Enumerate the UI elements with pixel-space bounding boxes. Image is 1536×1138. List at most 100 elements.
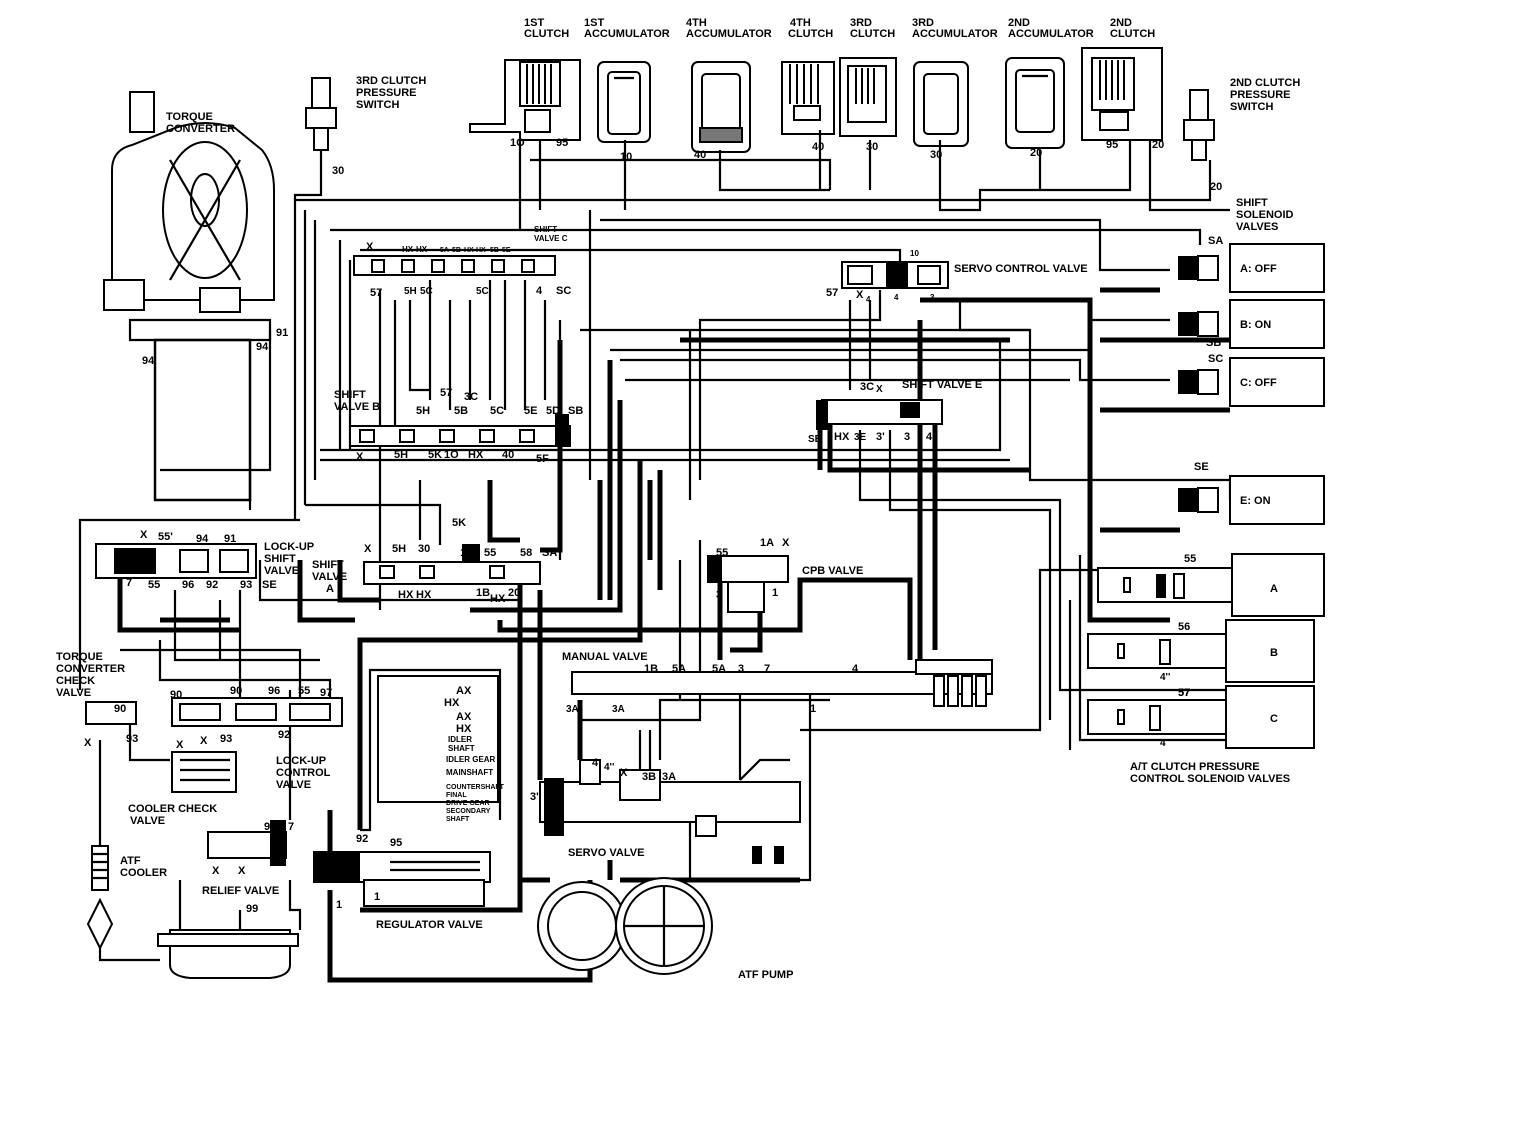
legend-ax-1: AX	[456, 685, 472, 697]
relief-valve	[207, 820, 287, 866]
port-number: 5K	[452, 517, 466, 529]
port-number: 4	[1160, 738, 1166, 749]
port-number: 1	[374, 891, 380, 903]
label-third-pressure-switch-1: 3RD CLUTCH	[356, 75, 426, 87]
port-number: 4''	[1160, 672, 1170, 683]
port-number: 1A	[460, 547, 474, 559]
label-lockup-control-1: LOCK-UP	[276, 755, 326, 767]
port-number: 55	[716, 547, 728, 559]
label-cooler-check-2: VALVE	[130, 815, 165, 827]
component-labels: 1ST CLUTCH 1ST ACCUMULATOR 4TH ACCUMULAT…	[56, 17, 1300, 981]
port-number: HX	[402, 245, 414, 254]
port-number: 1O	[444, 449, 459, 461]
label-third-accumulator-2: ACCUMULATOR	[912, 28, 998, 40]
port-number: 55	[484, 547, 496, 559]
label-servo-control-valve: SERVO CONTROL VALVE	[954, 263, 1088, 275]
label-first-accumulator-2: ACCUMULATOR	[584, 28, 670, 40]
port-number: SC	[556, 285, 571, 297]
shift-solenoids	[1178, 243, 1325, 525]
label-third-accumulator-1: 3RD	[912, 17, 934, 29]
port-number: X	[876, 384, 883, 395]
label-regulator-valve: REGULATOR VALVE	[376, 919, 483, 931]
third-accumulator	[913, 61, 969, 147]
second-accumulator	[1005, 57, 1065, 149]
port-number: 95	[264, 821, 276, 833]
port-number: 5B	[490, 247, 499, 254]
label-lockup-control-2: CONTROL	[276, 767, 331, 779]
solenoid-e-port: SE	[1194, 461, 1209, 473]
label-shift-valve-c-1: SHIFT	[534, 225, 557, 234]
port-number: 40	[812, 141, 824, 153]
lockup-control-valve	[171, 697, 343, 727]
port-number: 3A	[612, 704, 625, 715]
port-number: 3E	[854, 432, 867, 443]
port-number: HX	[490, 593, 506, 605]
second-clutch	[1081, 47, 1163, 141]
legend-drive-gear: DRIVE GEAR	[446, 800, 490, 807]
valves	[85, 255, 993, 979]
shift-valve-a	[363, 544, 541, 585]
cooler-check-valve	[171, 751, 237, 793]
torque-converter-check-valve	[85, 701, 137, 725]
label-lockup-shift-2: SHIFT	[264, 553, 296, 565]
port-number: 55	[298, 685, 310, 697]
port-number: 30	[418, 543, 430, 555]
solenoid-b	[1178, 299, 1325, 349]
label-torque-converter-2: CONVERTER	[166, 123, 235, 135]
port-number: 20	[1152, 139, 1164, 151]
solenoid-e-state: E: ON	[1240, 495, 1271, 507]
top-components	[305, 47, 1215, 161]
port-number: X	[366, 241, 374, 253]
port-number: 20	[508, 587, 520, 599]
label-third-pressure-switch-3: SWITCH	[356, 99, 399, 111]
label-fourth-clutch-1: 4TH	[790, 17, 811, 29]
port-number: SE	[808, 434, 822, 445]
shift-valve-c-label: SHIFT VALVE C	[534, 225, 568, 243]
manual-valve	[571, 659, 993, 707]
label-clutch-pressure-solenoids-1: A/T CLUTCH PRESSURE	[1130, 761, 1260, 773]
legend-hx-1: HX	[444, 697, 460, 709]
port-number: 4''	[604, 762, 614, 773]
port-number: X	[620, 767, 628, 779]
label-third-pressure-switch-2: PRESSURE	[356, 87, 417, 99]
port-number: 91	[224, 533, 236, 545]
port-number: 3A	[662, 771, 676, 783]
port-number: 3	[738, 663, 744, 675]
port-number: 99	[246, 903, 258, 915]
label-lockup-shift-1: LOCK-UP	[264, 541, 314, 553]
port-number: 96	[268, 685, 280, 697]
clutch-solenoid-c-port: 57	[1178, 687, 1190, 699]
label-relief-valve: RELIEF VALVE	[202, 885, 279, 897]
label-third-clutch-2: CLUTCH	[850, 28, 895, 40]
port-number: X	[238, 865, 246, 877]
port-numbers: 1O 95 10 40 40 30 30 20 95 20 30 20 91 9…	[84, 137, 1222, 915]
solenoid-b-state: B: ON	[1240, 319, 1271, 331]
port-number: 1B	[476, 587, 490, 599]
thick-circuit-lines	[117, 287, 1230, 983]
first-accumulator	[597, 61, 651, 143]
lockup-shift-valve	[95, 543, 257, 579]
port-number: 40	[502, 449, 514, 461]
port-number: 55	[148, 579, 160, 591]
transmission-case	[153, 338, 252, 502]
port-number: 5A	[712, 663, 726, 675]
legend-idler-gear: IDLER GEAR	[446, 755, 496, 764]
label-lockup-control-3: VALVE	[276, 779, 311, 791]
port-number: X	[856, 289, 864, 301]
cpb-valve	[707, 555, 789, 613]
port-number: HX	[834, 431, 850, 443]
port-number: 3C	[464, 391, 478, 403]
port-number: 5A	[672, 663, 686, 675]
clutch-solenoid-a-port: 55	[1184, 553, 1196, 565]
port-number: 4	[852, 663, 859, 675]
port-number: 1O	[510, 137, 525, 149]
label-second-pressure-switch-1: 2ND CLUTCH	[1230, 77, 1300, 89]
port-number: 20	[1210, 181, 1222, 193]
legend-countershaft: COUNTERSHAFT	[446, 784, 505, 791]
port-number: 5C	[420, 286, 433, 297]
solenoid-labels: SA A: OFF SB B: ON SC C: OFF SE E: ON A …	[1178, 235, 1278, 725]
solenoid-c-port: SC	[1208, 353, 1223, 365]
label-shift-valve-a-1: SHIFT	[312, 559, 344, 571]
port-number: 3	[930, 293, 935, 302]
third-clutch	[839, 57, 897, 137]
